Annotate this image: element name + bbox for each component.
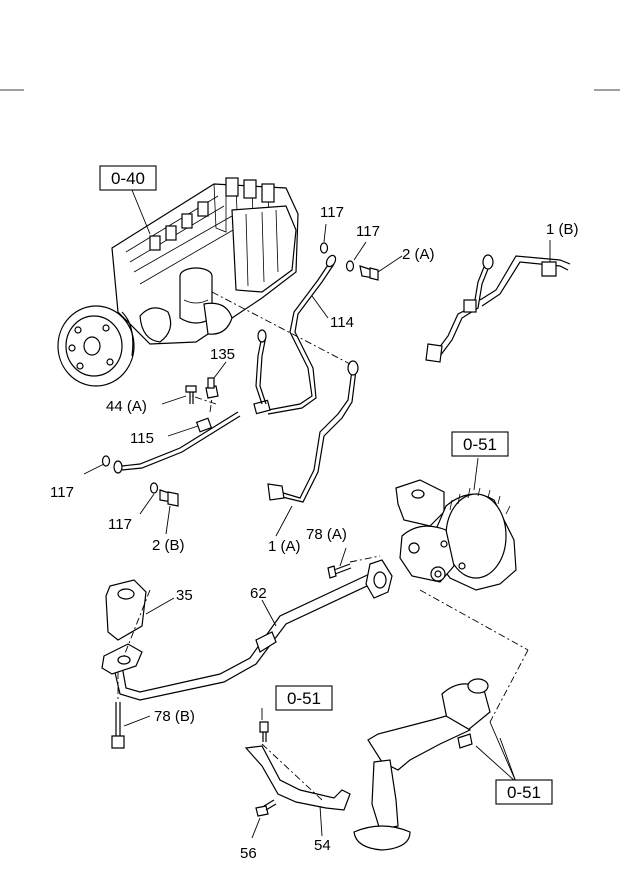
- ref-box-injection-pump-label: 0-40: [111, 169, 145, 188]
- ref-box-bracket: 0-51: [275, 685, 333, 711]
- bolt-78a: [327, 563, 352, 579]
- pipe-1a: [267, 360, 359, 503]
- callout-54: 54: [314, 837, 331, 854]
- injection-pump-illustration: [57, 177, 299, 387]
- center-lines: [117, 291, 529, 801]
- ref-box-bracket-label: 0-51: [287, 689, 321, 708]
- callout-44a: 44 (A): [106, 398, 147, 415]
- callout-1b: 1 (B): [546, 221, 579, 238]
- ref-box-strainer: 0-51: [495, 779, 553, 805]
- callout-117-washer-a: 117: [320, 204, 344, 221]
- callout-56: 56: [240, 845, 257, 862]
- connector-35: [105, 579, 147, 641]
- callout-78b: 78 (B): [154, 708, 195, 725]
- bracket-54: [244, 721, 351, 817]
- callout-135: 135: [210, 346, 235, 363]
- clip-part: [195, 417, 213, 433]
- ref-box-strainer-label: 0-51: [507, 783, 541, 802]
- pipe-62: [101, 559, 393, 701]
- fasteners-top: [101, 242, 379, 507]
- pipe-115: [255, 329, 267, 405]
- oil-strainer-illustration: [353, 678, 491, 851]
- callout-35: 35: [176, 587, 193, 604]
- callout-115: 115: [130, 430, 154, 447]
- callout-2b: 2 (B): [152, 537, 185, 554]
- callout-117-washer-d: 117: [108, 516, 132, 533]
- leader-lines: [83, 189, 551, 839]
- callout-1a: 1 (A): [268, 538, 301, 555]
- ref-box-injection-pump: 0-40: [99, 165, 157, 191]
- ref-box-oil-pump-label: 0-51: [463, 435, 497, 454]
- ref-box-oil-pump: 0-51: [451, 431, 509, 457]
- callout-114: 114: [330, 314, 354, 331]
- pipe-1b: [425, 254, 571, 363]
- callout-2a: 2 (A): [402, 246, 435, 263]
- callout-labels: 117 117 2 (A) 1 (B) 114 135 44 (A) 115 1…: [50, 204, 579, 862]
- oil-pump-illustration: [395, 479, 517, 591]
- callout-117-washer-b: 117: [356, 223, 380, 240]
- bolt-78b: [111, 702, 125, 749]
- callout-62: 62: [250, 585, 267, 602]
- callout-78a: 78 (A): [306, 526, 347, 543]
- pipe-114: [113, 254, 337, 474]
- callout-117-washer-c: 117: [50, 484, 74, 501]
